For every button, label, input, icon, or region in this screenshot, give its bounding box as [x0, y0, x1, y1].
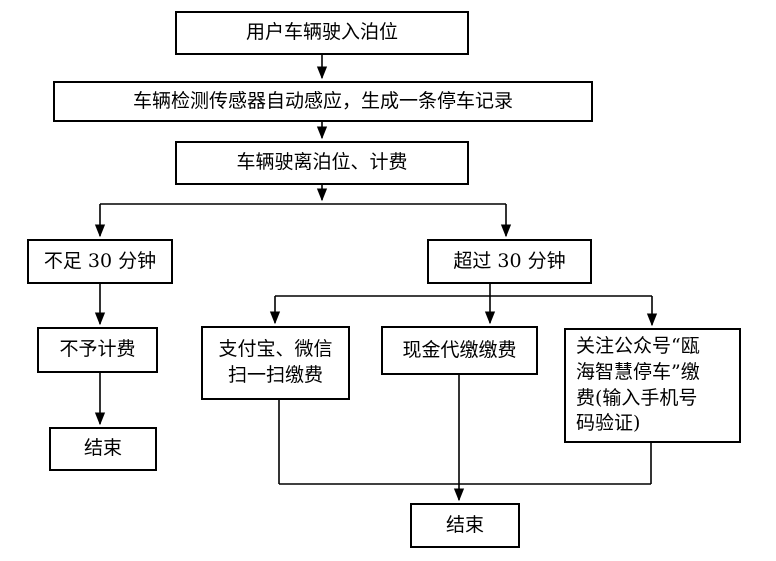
step-vehicle-leaves: 车辆驶离泊位、计费 — [175, 141, 469, 185]
end-left: 结束 — [49, 427, 157, 471]
branch-over-30-label: 超过 30 分钟 — [453, 249, 566, 272]
end-bottom-label: 结束 — [445, 513, 484, 536]
branch-under-30-label: 不足 30 分钟 — [43, 249, 157, 272]
step-no-charge: 不予计费 — [37, 327, 158, 373]
pay-cash: 现金代缴缴费 — [381, 326, 538, 375]
step-vehicle-leaves-label: 车辆驶离泊位、计费 — [236, 151, 408, 174]
step-vehicle-enters-label: 用户车辆驶入泊位 — [245, 21, 398, 44]
step-no-charge-label: 不予计费 — [59, 338, 136, 361]
branch-over-30: 超过 30 分钟 — [427, 239, 592, 284]
step-sensor-detect: 车辆检测传感器自动感应，生成一条停车记录 — [53, 81, 593, 122]
step-sensor-detect-label: 车辆检测传感器自动感应，生成一条停车记录 — [132, 89, 513, 112]
branch-under-30: 不足 30 分钟 — [27, 239, 173, 284]
pay-official-account-label: 关注公众号“瓯 海智慧停车”缴 费(输入手机号 码验证) — [576, 335, 700, 435]
pay-official-account: 关注公众号“瓯 海智慧停车”缴 费(输入手机号 码验证) — [564, 328, 741, 443]
pay-alipay-wechat: 支付宝、微信 扫一扫缴费 — [201, 326, 350, 400]
end-bottom: 结束 — [410, 503, 520, 548]
pay-alipay-wechat-label: 支付宝、微信 扫一扫缴费 — [218, 338, 333, 386]
step-vehicle-enters: 用户车辆驶入泊位 — [175, 11, 469, 55]
end-left-label: 结束 — [83, 437, 122, 460]
pay-cash-label: 现金代缴缴费 — [402, 338, 517, 361]
